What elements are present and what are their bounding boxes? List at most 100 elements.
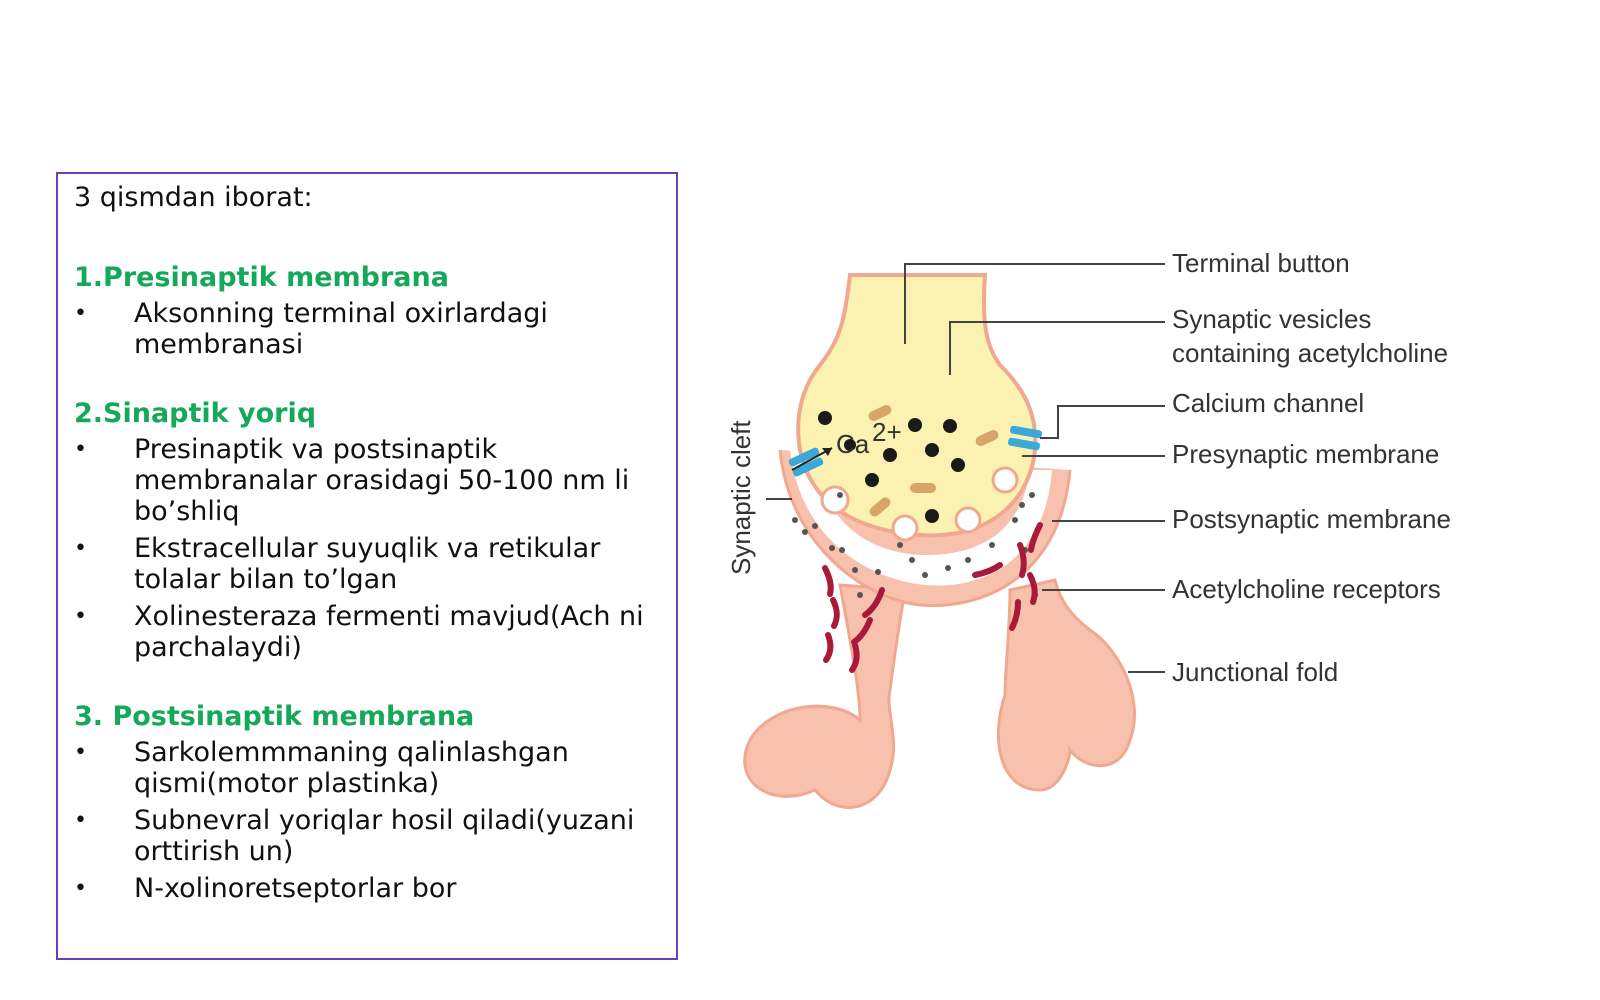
bullet-list-cleft: • Presinaptik va postsinaptik membranala… [74,434,660,663]
receptor-icon [822,565,834,597]
mitochondrion [869,497,891,517]
vesicle [951,458,965,472]
acetylcholine-molecule [989,542,995,548]
acetylcholine-molecule [837,492,843,498]
bullet-dot-icon: • [74,808,87,833]
bullet-dot-icon: • [74,536,87,561]
calcium-channel-label: Calcium channel [1172,388,1364,418]
list-item: • Presinaptik va postsinaptik membranala… [74,434,660,527]
list-item: • N-xolinoretseptorlar bor [74,873,660,904]
calcium-charge-label: 2+ [872,417,902,447]
list-item: • Aksonning terminal oxirlardagi membran… [74,298,660,360]
receptor-icon [862,587,885,618]
bullet-dot-icon: • [74,437,87,462]
muscle-fiber [743,578,1136,809]
mitochondrion [910,483,936,493]
acetylcholine-molecule [852,567,858,573]
vesicle [844,439,856,451]
bullet-dot-icon: • [74,301,87,326]
terminal-button-label: Terminal button [1172,248,1350,278]
terminal-button-shape [796,273,1038,538]
calcium-channel-icon [1008,437,1040,451]
acetylcholine-molecule [922,572,928,578]
terminal-button-leader [904,263,1165,344]
bullet-text: Sarkolemmmaning qalinlashgan qismi(motor… [134,737,569,799]
acetylcholine-molecule [839,547,845,553]
junctional-fold-label: Junctional fold [1172,657,1338,687]
fusion-sites [820,466,1019,542]
acetylcholine-molecules [792,492,1038,598]
receptor-icon [1017,542,1027,578]
acetylcholine-receptors [822,522,1043,673]
list-item: • Xolinesteraza fermenti mavjud(Ach ni p… [74,601,660,663]
bullet-text: Aksonning terminal oxirlardagi membranas… [134,298,548,360]
junctional-fold-right [997,578,1136,792]
calcium-arrowhead-icon [822,448,832,456]
section-title-postsynaptic: 3. Postsinaptik membrana [74,701,475,732]
acetylcholine-molecule [792,517,798,523]
list-item: • Ekstracellular suyuqlik va retikular t… [74,533,660,595]
vesicle [943,419,957,433]
postsynaptic-membrane-label: Postsynaptic membrane [1172,504,1451,534]
synaptic-vesicles-leader [949,321,1165,375]
fusion-site [991,466,1019,494]
section-title-presynaptic: 1.Presinaptik membrana [74,262,449,293]
bullet-text: Ekstracellular suyuqlik va retikular tol… [134,533,601,595]
list-item: • Sarkolemmmaning qalinlashgan qismi(mot… [74,737,660,799]
text-panel: 3 qismdan iborat: 1.Presinaptik membrana… [56,172,678,960]
calcium-channels [788,425,1042,477]
section-title-cleft: 2.Sinaptik yoriq [74,398,317,429]
calcium-channel-icon [792,457,824,477]
bullet-dot-icon: • [74,876,87,901]
bullet-text: N-xolinoretseptorlar bor [134,873,457,904]
bullet-text: Presinaptik va postsinaptik membranalar … [134,434,630,527]
bullet-text: Xolinesteraza fermenti mavjud(Ach ni par… [134,601,644,663]
vesicle [925,509,939,523]
receptor-icon [851,617,873,645]
synaptic-cleft-label: Synaptic cleft [726,420,756,575]
vesicle [818,411,832,425]
mitochondrion [868,405,892,421]
acetylcholine-molecule [1029,492,1035,498]
acetylcholine-molecule [812,523,818,529]
synaptic-vesicles-label-line2: containing acetylcholine [1172,338,1448,368]
bullet-dot-icon: • [74,740,87,765]
vesicle [883,448,897,462]
synaptic-cleft-shape [790,450,1052,586]
acetylcholine-receptors-label: Acetylcholine receptors [1172,574,1441,604]
receptor-icon [1009,599,1021,631]
receptor-icon [849,642,860,673]
vesicle [865,473,879,487]
intro-text: 3 qismdan iborat: [74,182,313,213]
synaptic-vesicles-label-line1: Synaptic vesicles [1172,304,1371,334]
fusion-site [954,506,982,534]
acetylcholine-molecule [1019,502,1025,508]
receptor-icon [1028,522,1043,553]
receptor-icon [830,597,840,629]
acetylcholine-molecule [945,565,951,571]
fusion-site [891,514,919,542]
presynaptic-membrane-label: Presynaptic membrane [1172,439,1439,469]
acetylcholine-molecule [1012,517,1018,523]
bullet-dot-icon: • [74,604,87,629]
calcium-channel-icon [788,447,820,467]
acetylcholine-molecule [965,557,971,563]
acetylcholine-molecule [829,545,835,551]
list-item: • Subnevral yoriqlar hosil qiladi(yuzani… [74,805,660,867]
junctional-fold-left [743,583,907,809]
acetylcholine-molecule [897,542,903,548]
neuromuscular-junction-diagram: Ca 2+ Synaptic cl [726,248,1451,809]
calcium-channel-icon [1010,425,1042,439]
receptor-icon [1027,572,1038,605]
bullet-text: Subnevral yoriqlar hosil qiladi(yuzani o… [134,805,635,867]
acetylcholine-molecule [802,529,808,535]
mitochondrion [975,430,999,446]
vesicle [925,443,939,457]
calcium-ion-label: Ca [836,429,870,459]
mitochondria [868,405,999,517]
calcium-channel-leader [1040,405,1165,439]
acetylcholine-molecule [857,592,863,598]
bullet-list-presynaptic: • Aksonning terminal oxirlardagi membran… [74,298,660,360]
receptor-icon [823,632,834,663]
receptor-icon [972,562,1003,578]
